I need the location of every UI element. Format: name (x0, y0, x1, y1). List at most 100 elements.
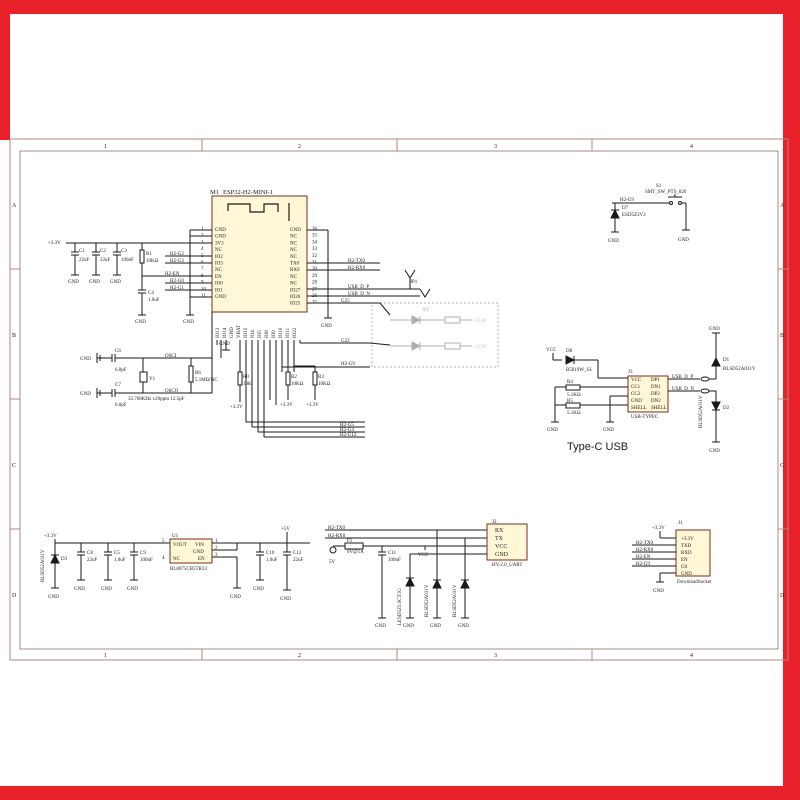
r0-value: 10K (243, 382, 252, 387)
c8-value: 22uF (87, 558, 98, 563)
c7-value: 6.0pF (115, 403, 127, 408)
row-label-a-left: A (12, 203, 17, 209)
module-body (211, 195, 308, 313)
net-usb-dn-j3: USB_D_N (672, 387, 694, 392)
j2-value: HY-2.0_UART (492, 563, 522, 568)
d4-value: LESD5Z5.0CT1G (398, 588, 403, 625)
r0-supply: +3.3V (230, 405, 243, 410)
j1-pin-33v: +3.3V (681, 537, 694, 542)
r1-value: 10KΩ (146, 259, 159, 264)
r2-ref: R2 (291, 375, 297, 380)
led2-supply: +3.3V (474, 345, 487, 350)
j1-pin-txd: TXD (681, 544, 692, 549)
r3-body (312, 371, 318, 386)
module-pin-num-4: 4 (201, 247, 204, 252)
j1-ref: J1 (678, 521, 683, 526)
gnd-j1: GND (653, 589, 664, 594)
u1-pin-nc: NC (173, 557, 181, 562)
d6-value: RLSD52A031V (453, 584, 458, 617)
module-pin-num-28: 28 (312, 281, 318, 286)
u1-pin-gnd: GND (193, 550, 204, 555)
module-pin-io9-bottom: IO9 (272, 330, 277, 338)
u1-pin1: 1 (215, 539, 218, 544)
r6-value: 5.1MΩ/NC (195, 378, 218, 383)
c4-ref: C4 (148, 291, 154, 296)
gnd-r4r5: GND (547, 428, 558, 433)
c1-ref: C1 (79, 249, 85, 254)
gnd-c9: GND (127, 587, 138, 592)
j3-pin-vcc: VCC (631, 378, 642, 383)
f1-ref: F1 (347, 539, 353, 544)
u1-value: BL8075CB5TR33 (170, 567, 207, 572)
j3-pin-r-dp2: DP2 (651, 392, 660, 397)
r1-body (139, 249, 145, 264)
c8-ref: C8 (87, 551, 93, 556)
c9-ref: C9 (140, 551, 146, 556)
module-pin-num-35: 35 (312, 234, 318, 239)
r0-body (237, 371, 243, 386)
gnd-c7: GND (80, 392, 91, 397)
net-usb-dn-module: USB_D_N (348, 292, 370, 297)
c5-value: 1.0uF (114, 558, 126, 563)
r2-supply: +3.3V (280, 403, 293, 408)
row-label-b-right: B (780, 333, 784, 339)
module-pin-num-27: 27 (312, 287, 318, 292)
module-pin-io26-right: IO26 (290, 295, 301, 300)
gnd-c6: GND (80, 357, 91, 362)
gnd-d5: GND (430, 624, 441, 629)
u1-pin5: 5 (162, 539, 165, 544)
module-ref: M1 (210, 189, 219, 196)
module-pin-rx0-right: RX0 (290, 268, 300, 273)
y1-ref: Y1 (149, 377, 156, 382)
module-pin-gnd-bottom: GND (230, 327, 235, 338)
net-h2-g9-j1: H2-G9 (636, 562, 650, 567)
c2-value: 22uF (100, 258, 111, 263)
module-pin-tx0-right: TX0 (290, 262, 300, 267)
module-pin-num-29: 29 (312, 274, 318, 279)
j1-body (675, 529, 711, 577)
net-vcc-usb: VCC (546, 348, 557, 353)
j1-pin-en: EN (681, 558, 688, 563)
outer-frame (9, 138, 789, 661)
net-h2-tx0-module: H2-TX0 (348, 259, 365, 264)
col-label-2-bottom: 2 (298, 653, 301, 659)
module-pin-io14-bottom: IO14 (223, 327, 228, 338)
d8-symbol (565, 355, 576, 365)
module-pin-io8-bottom: IO8 (265, 330, 270, 338)
col-label-3-top: 3 (494, 144, 497, 150)
j1-pin-g0: G0 (681, 565, 688, 570)
jp2-ref: JP2 (422, 308, 430, 313)
module-pin-en-left: EN (215, 275, 222, 280)
row-label-c-right: C (780, 463, 784, 469)
j2-ref: J2 (492, 520, 497, 525)
d8-ref: D8 (566, 349, 573, 354)
net-3v3-top: +3.3V (48, 241, 61, 246)
net-h2-g1: H2-G1 (170, 286, 184, 291)
net-h2-g9-button: H2-G9 (620, 198, 634, 203)
j3-pin-cc1: CC1 (631, 385, 641, 390)
j3-ref: J3 (628, 370, 633, 375)
net-h2-en: H2-EN (165, 272, 180, 277)
r2-body (285, 371, 291, 386)
j3-value: USB-TYPEC (631, 415, 659, 420)
5v-test-point (329, 546, 337, 554)
d3-value: RLSD52A031V (41, 549, 46, 582)
module-pin-nc-right: NC (290, 282, 298, 287)
gnd-j3: GND (603, 428, 614, 433)
module-pin-io3-left: IO3 (215, 262, 223, 267)
col-label-3-bottom: 3 (494, 653, 497, 659)
r4-body (565, 384, 581, 391)
module-part: ESP32-H2-MINI-1 (223, 189, 273, 196)
module-pin-gnd-right: GND (290, 228, 301, 233)
led1-supply: +3.3V (474, 319, 487, 324)
d7-value: ESD5Z3V3 (622, 213, 646, 218)
row-label-d-right: D (780, 593, 785, 599)
c4-value: 1.0uF (148, 298, 160, 303)
net-h2-g9: H2-G9 (341, 362, 355, 367)
col-label-4-top: 4 (690, 144, 693, 150)
col-label-1-bottom: 1 (104, 653, 107, 659)
net-h2-en-j1: H2-EN (636, 555, 651, 560)
s1-value: SMT_SW_PTS_820 (645, 190, 687, 195)
col-label-2-top: 2 (298, 144, 301, 150)
